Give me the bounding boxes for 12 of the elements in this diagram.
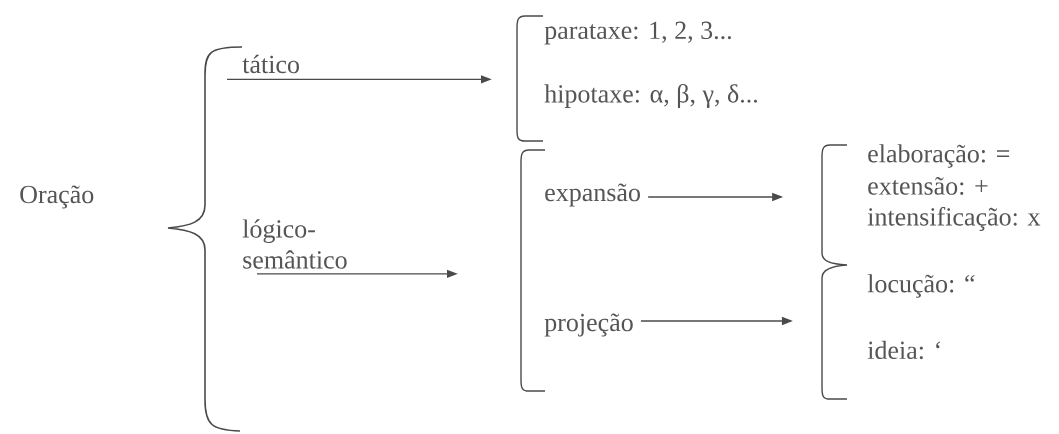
term-text: parataxe: 1, 2, 3... [544, 21, 731, 45]
term-text: extensão: + [868, 177, 988, 195]
term-text: ideia: ‘ [867, 340, 940, 360]
term-text: locução: “ [867, 274, 975, 298]
term-text: Oração [20, 185, 94, 209]
term-text: intensificação: x [867, 207, 1041, 231]
term-text: elaboração: = [868, 144, 1010, 168]
term-text: lógico-semântico [242, 219, 347, 269]
term-text: hipotaxe: α, β, γ, δ... [544, 84, 757, 108]
term-text: expansão [545, 183, 640, 207]
term-text: tático [242, 54, 299, 74]
term-text: projeção [544, 313, 633, 337]
